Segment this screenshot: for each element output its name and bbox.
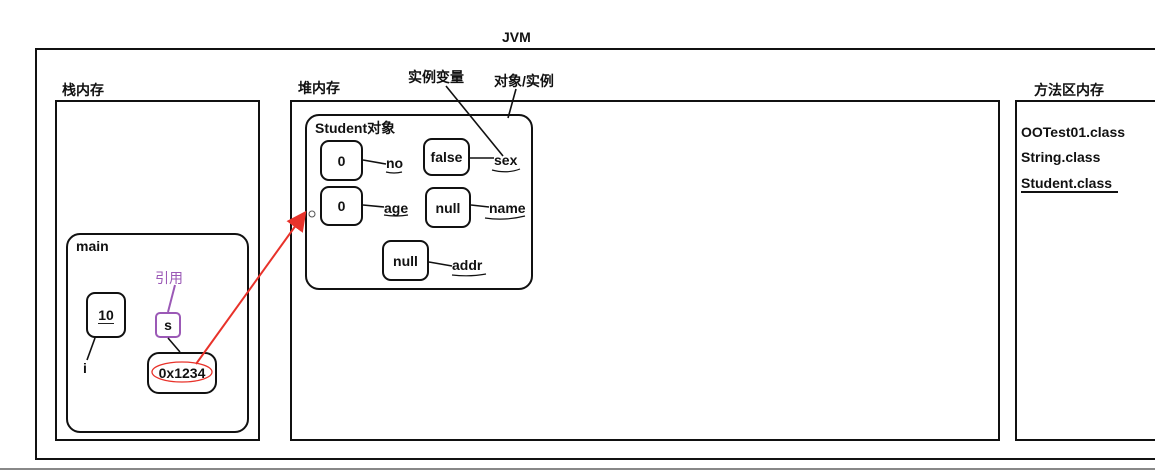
var-s-value: 0x1234 [158, 365, 206, 381]
heap-title: 堆内存 [298, 80, 340, 96]
field-age-name: age [384, 200, 409, 216]
field-addr-box: null [382, 240, 429, 281]
field-addr-name: addr [452, 257, 483, 273]
main-frame-title: main [76, 238, 109, 254]
callout-object-instance: 对象/实例 [494, 73, 554, 89]
class-entry: String.class [1021, 149, 1101, 165]
var-s-name: s [164, 317, 172, 333]
method-area-box [1015, 100, 1155, 441]
class-entry: Student.class [1021, 175, 1119, 193]
field-name-value: null [435, 199, 461, 216]
field-name-name: name [489, 200, 526, 216]
field-addr-value: null [393, 252, 418, 269]
field-no-box: 0 [320, 140, 363, 181]
class-entry: OOTest01.class [1021, 124, 1126, 140]
field-no-value: 0 [337, 152, 346, 169]
var-i-name: i [83, 360, 87, 376]
var-s-box: s [155, 312, 181, 338]
window-bottom-border [0, 468, 1155, 470]
field-sex-box: false [423, 138, 470, 176]
field-name-box: null [425, 187, 471, 228]
jvm-title: JVM [502, 29, 531, 45]
field-sex-value: false [430, 149, 463, 165]
field-no-name: no [386, 155, 404, 171]
reference-label: 引用 [155, 270, 183, 286]
var-s-value-box: 0x1234 [147, 352, 217, 394]
var-i-box: 10 [86, 292, 126, 338]
callout-instance-variable: 实例变量 [408, 69, 464, 85]
var-i-value: 10 [98, 306, 114, 324]
stack-title: 栈内存 [62, 82, 104, 98]
field-sex-name: sex [494, 152, 518, 168]
student-object-title: Student对象 [315, 120, 396, 136]
field-age-value: 0 [337, 198, 346, 214]
field-age-box: 0 [320, 186, 363, 226]
method-area-title: 方法区内存 [1034, 82, 1104, 98]
